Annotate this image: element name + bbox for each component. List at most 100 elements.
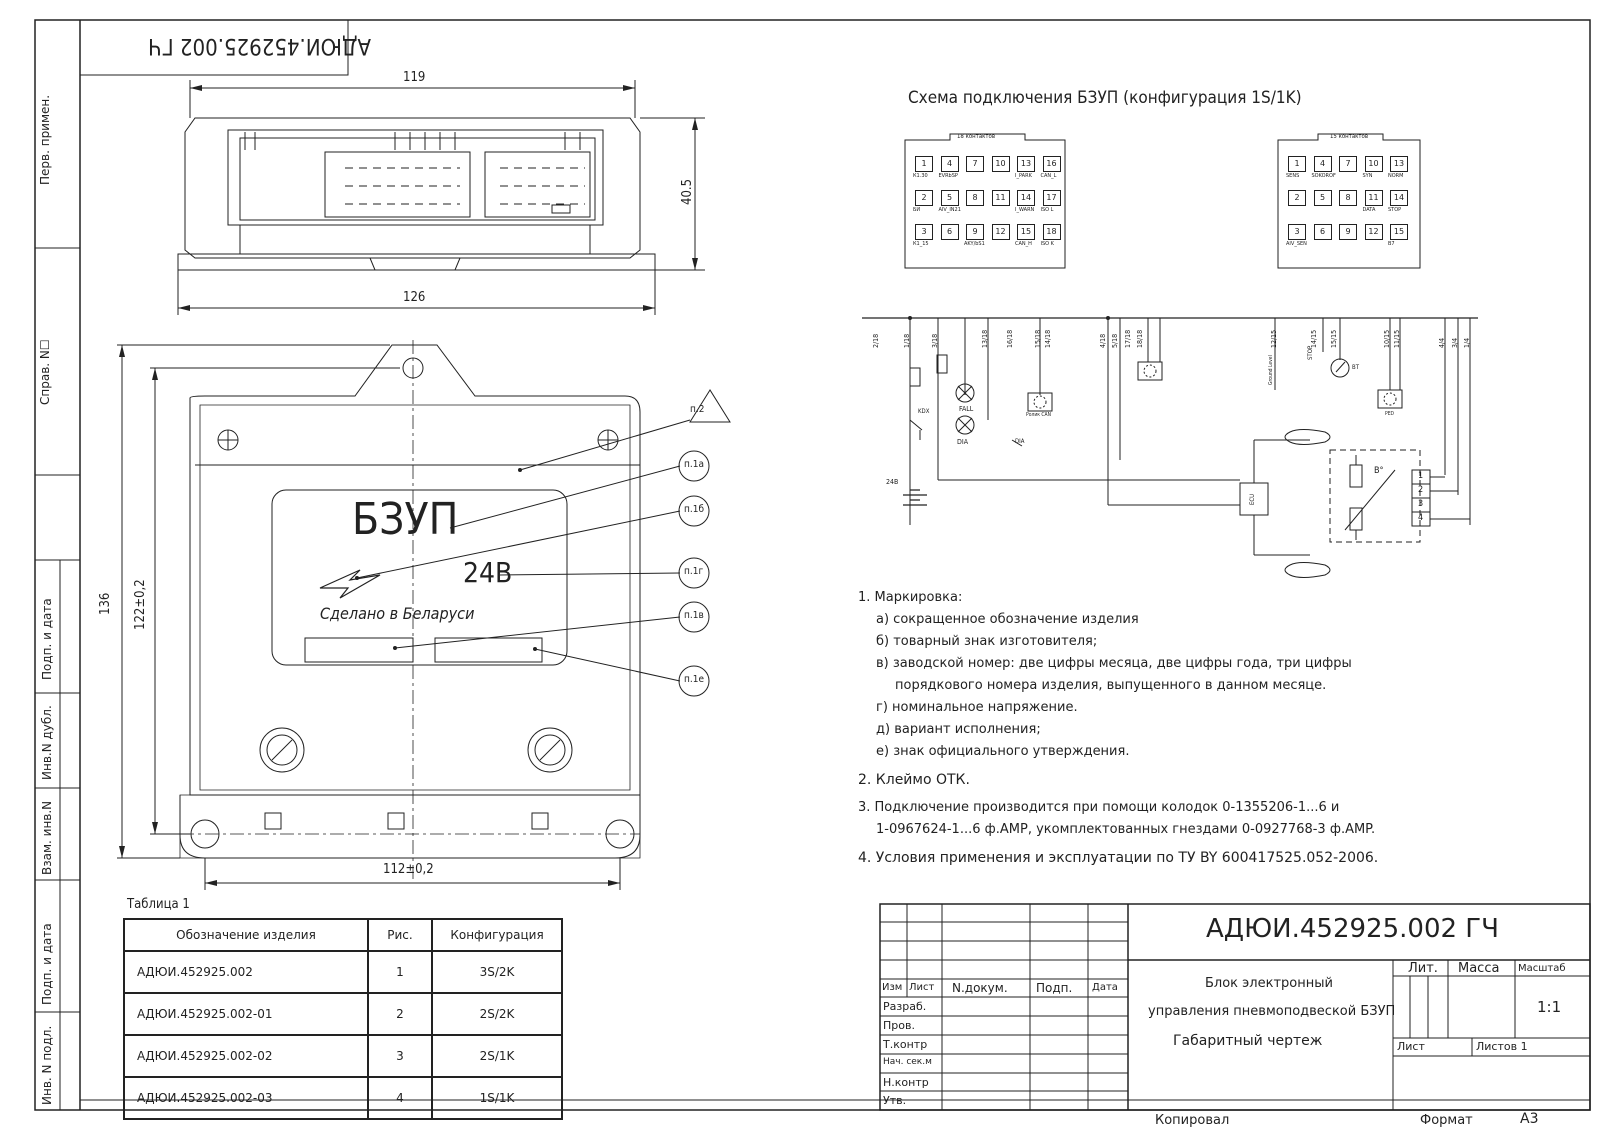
note-1v1: в) заводской номер: две цифры месяца, дв…: [876, 656, 1352, 671]
wire-label-roller: Ролик CAN: [1026, 412, 1051, 418]
wire-number-label: 2/18: [872, 333, 880, 348]
connector-pin: 3: [915, 224, 933, 240]
connector-pin: 7: [1339, 156, 1357, 172]
tb-list2: Лист: [909, 982, 935, 993]
note-1b: б) товарный знак изготовителя;: [876, 634, 1098, 649]
connector-pin: 9: [966, 224, 984, 240]
wire-label-fall: FALL: [959, 405, 974, 413]
table-header-row: Обозначение изделия Рис. Конфигурация: [123, 918, 563, 952]
table-cell: 2: [367, 992, 433, 1036]
tb-name-3: Габаритный чертеж: [1173, 1033, 1323, 1049]
tb-razrab: Разраб.: [883, 1000, 927, 1013]
tb-utv: Утв.: [883, 1094, 907, 1107]
tb-format: Формат: [1420, 1113, 1473, 1128]
connector-pin: 18: [1042, 224, 1061, 240]
note-3b: 1-0967624-1...6 ф.AMP, укомплектованных …: [876, 822, 1376, 837]
connector-pin-label: DATA: [1362, 207, 1376, 213]
wire-number-label: 12/15: [1270, 329, 1278, 348]
tb-listov: Листов 1: [1476, 1040, 1528, 1053]
connector-pin-label: NORM: [1388, 173, 1404, 179]
wire-number-label: 4/4: [1438, 337, 1446, 348]
connector-pin: 14: [1390, 190, 1408, 206]
connector-pin-label: ISO K: [1040, 241, 1054, 247]
front-made-in: Сделано в Беларуси: [320, 604, 475, 623]
table-cell: АДЮИ.452925.002-03: [123, 1076, 369, 1120]
connector-pin: 1: [1288, 156, 1306, 172]
wire-label-bt: BT: [1352, 364, 1359, 371]
connector-pin-label: CAN_H: [1015, 241, 1032, 247]
front-brand: БЗУП: [352, 494, 459, 545]
wire-label-diag: DIA: [1015, 438, 1025, 445]
connector-pin: 5: [1313, 190, 1332, 206]
tb-tkontr: Т.контр: [883, 1038, 928, 1051]
connector-pin: 9: [1339, 224, 1357, 240]
tb-nkontr: Н.контр: [883, 1076, 929, 1089]
tb-name-1: Блок электронный: [1205, 976, 1333, 991]
note-1: 1. Маркировка:: [858, 590, 963, 605]
table-cell: 1S/1K: [431, 1076, 563, 1120]
connector-pin: 7: [966, 156, 984, 172]
wire-number-label: 10/15: [1383, 329, 1391, 348]
tb-code: АДЮИ.452925.002 ГЧ: [1206, 914, 1499, 944]
wire-label-ecu: ECU: [1249, 493, 1256, 505]
ecu-pin-number: 4: [1418, 513, 1424, 523]
sidebar-label-sprav: Справ. N☐: [38, 339, 52, 405]
connector-pin: 17: [1042, 190, 1061, 206]
connector-title: 15 контактов: [1330, 133, 1369, 140]
connector-pin: 14: [1017, 190, 1035, 206]
dim-width-112: 112±0,2: [383, 862, 434, 877]
table-header-fig: Рис.: [367, 918, 433, 952]
callout-label: п.2: [690, 404, 705, 415]
connector-pin: 15: [1390, 224, 1408, 240]
wire-number-label: 1/18: [903, 333, 911, 348]
connector-pin: 16: [1042, 156, 1061, 172]
tb-format-val: А3: [1520, 1111, 1539, 1127]
ecu-pin-number: 3: [1418, 499, 1424, 509]
connector-pin: 8: [966, 190, 984, 206]
ecu-pin-number: 2: [1418, 485, 1424, 495]
doc-code-rotated: АДЮИ.452925.002 ГЧ: [148, 33, 371, 58]
connector-pin-label: EVRbSP: [938, 173, 958, 179]
connector-pin-label: К1_15: [913, 241, 929, 247]
connector-pin-label: В7: [1388, 241, 1395, 247]
callout-label: п.1е: [684, 674, 704, 685]
table-caption: Таблица 1: [127, 897, 190, 912]
sidebar-label-podp-data-2: Подп. и дата: [40, 923, 54, 1005]
tb-list: Лист: [1397, 1040, 1425, 1053]
table-cell: 3S/2K: [431, 950, 563, 994]
wire-label-kdx: KDX: [918, 408, 930, 415]
connector-pin-label: I_PARK: [1015, 173, 1032, 179]
callout-label: п.1г: [684, 566, 704, 577]
connector-pin: 12: [991, 224, 1010, 240]
connector-pin: 10: [991, 156, 1010, 172]
table-cell: АДЮИ.452925.002-01: [123, 992, 369, 1036]
connector-pin-label: ISO L: [1040, 207, 1054, 213]
connector-pin: 12: [1364, 224, 1383, 240]
connector-pin: 6: [940, 224, 959, 240]
connector-pin-label: AIV_IN21: [938, 207, 961, 213]
connector-pin-label: AIV_SEN: [1286, 241, 1307, 247]
tb-data: Дата: [1092, 982, 1118, 993]
tb-kopiroval: Копировал: [1155, 1113, 1230, 1128]
connector-pin: 15: [1017, 224, 1035, 240]
connector-pin-label: I_WARN: [1015, 207, 1035, 213]
table-cell: 3: [367, 1034, 433, 1078]
connector-pin-label: SENS: [1286, 173, 1300, 179]
connector-pin-label: STOP: [1388, 207, 1402, 213]
connector-pin: 11: [991, 190, 1010, 206]
wire-number-label: 15/18: [1034, 329, 1042, 348]
table-header-designation: Обозначение изделия: [123, 918, 369, 952]
dim-height-405: 40.5: [680, 178, 695, 205]
wire-number-label: 4/18: [1099, 333, 1107, 348]
table-cell: АДЮИ.452925.002: [123, 950, 369, 994]
ecu-pin-number: 1: [1418, 471, 1424, 481]
connector-pin: 11: [1364, 190, 1383, 206]
dim-height-136: 136: [98, 592, 113, 615]
connector-pin-label: SYN: [1362, 173, 1373, 179]
note-1g: г) номинальное напряжение.: [876, 700, 1078, 715]
wire-label-v24: 24В: [886, 478, 899, 486]
tb-prov: Пров.: [883, 1019, 915, 1032]
dim-width-119: 119: [403, 70, 426, 85]
